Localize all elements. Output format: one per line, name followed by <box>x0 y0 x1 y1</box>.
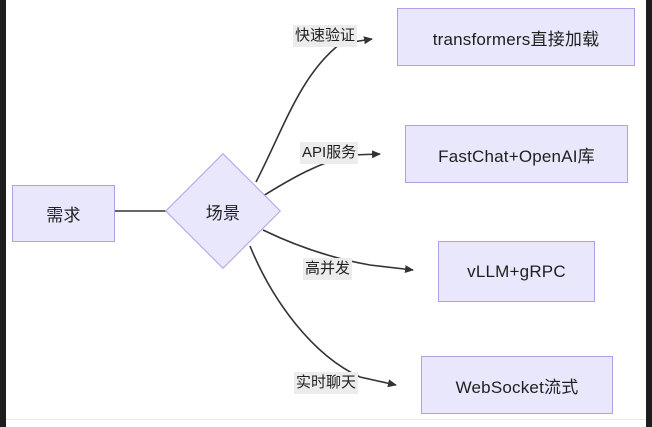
bottom-hairline-divider <box>6 419 646 420</box>
edge-label-api-service: API服务 <box>300 142 359 164</box>
edge-decision-to-transformers <box>255 36 373 183</box>
node-fastchat[interactable]: FastChat+OpenAI库 <box>405 125 628 183</box>
node-vllm-label: vLLM+gRPC <box>467 261 566 281</box>
node-vllm[interactable]: vLLM+gRPC <box>438 241 595 302</box>
edge-decision-to-vllm <box>262 229 414 274</box>
edge-label-fast-validation: 快速验证 <box>293 25 358 47</box>
node-transformers[interactable]: transformers直接加载 <box>397 8 635 66</box>
left-edge-rail <box>0 0 6 427</box>
right-edge-rail <box>646 0 652 427</box>
node-decision-label: 场景 <box>205 203 241 223</box>
node-start-label: 需求 <box>46 206 81 225</box>
node-websocket[interactable]: WebSocket流式 <box>421 356 613 414</box>
edge-label-high-concurrency: 高并发 <box>303 258 353 280</box>
edge-label-realtime-chat: 实时聊天 <box>294 372 359 394</box>
node-transformers-label: transformers直接加载 <box>432 29 600 49</box>
node-fastchat-label: FastChat+OpenAI库 <box>438 146 595 166</box>
node-start[interactable]: 需求 <box>12 185 115 242</box>
node-websocket-label: WebSocket流式 <box>455 377 579 397</box>
node-decision[interactable]: 场景 <box>165 153 281 269</box>
